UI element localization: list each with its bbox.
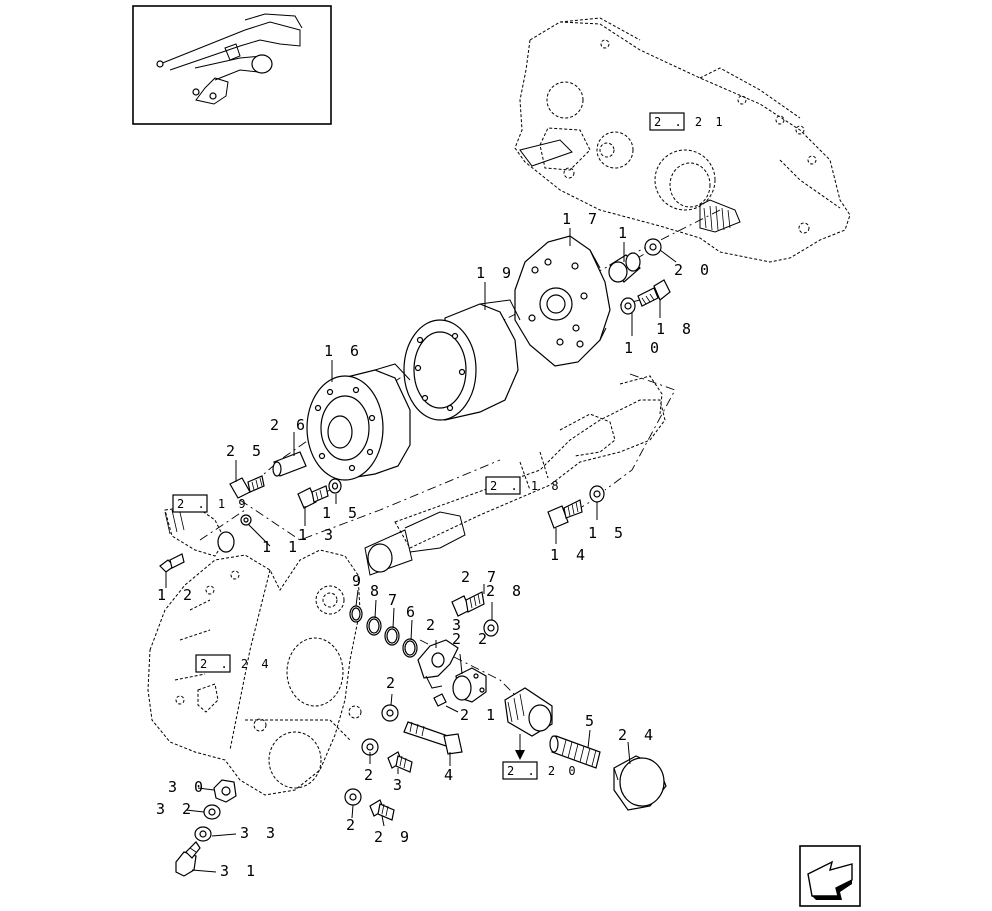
part-20-washer[interactable] — [644, 238, 662, 256]
part-8-ring[interactable] — [366, 616, 382, 636]
callout-24[interactable]: 2 4 — [618, 726, 657, 744]
part-19-drum[interactable] — [403, 299, 521, 421]
callout-29[interactable]: 2 9 — [374, 828, 413, 846]
callout-19[interactable]: 1 9 — [476, 264, 515, 282]
drive-shaft[interactable] — [364, 375, 666, 576]
part-16-hub-housing[interactable] — [306, 363, 411, 481]
callout-30[interactable]: 3 0 — [168, 778, 207, 796]
callout-9[interactable]: 9 — [352, 572, 365, 590]
part-11-fitting[interactable] — [164, 505, 235, 557]
callout-8[interactable]: 8 — [370, 582, 383, 600]
spline-coupling[interactable] — [504, 687, 553, 737]
part-7-ring[interactable] — [384, 626, 400, 646]
callout-31[interactable]: 3 1 — [220, 862, 259, 880]
svg-text:2 . 2 0: 2 . 2 0 — [507, 764, 579, 778]
callout-6[interactable]: 6 — [406, 603, 419, 621]
part-27-bolt[interactable] — [451, 591, 485, 617]
part-26-pin[interactable] — [272, 451, 307, 477]
part-6-ring[interactable] — [402, 638, 418, 658]
svg-text:2 . 1 9: 2 . 1 9 — [177, 497, 249, 511]
reference-box-2-21[interactable]: 2 . 2 1 — [649, 112, 726, 131]
callout-14[interactable]: 1 4 — [550, 546, 589, 564]
part-31-bolt[interactable] — [175, 841, 201, 877]
part-14-bolt[interactable] — [547, 499, 583, 529]
svg-text:2 . 2 1: 2 . 2 1 — [654, 115, 726, 129]
part-22-disc[interactable] — [452, 667, 487, 703]
part-33-washer[interactable] — [194, 826, 212, 842]
part-3-bolt[interactable] — [387, 751, 413, 773]
part-24-cap[interactable] — [613, 755, 667, 811]
part-2-washer-c[interactable] — [344, 788, 362, 806]
callout-20[interactable]: 2 0 — [674, 261, 713, 279]
callout-7[interactable]: 7 — [388, 591, 401, 609]
part-callouts: 1 7 1 2 0 1 9 1 8 1 0 1 6 2 6 2 5 1 3 1 … — [156, 210, 713, 880]
part-4-long-bolt[interactable] — [403, 721, 463, 755]
callout-12[interactable]: 1 2 — [157, 586, 196, 604]
callout-15b[interactable]: 1 5 — [588, 524, 627, 542]
callout-5[interactable]: 5 — [585, 712, 598, 730]
callout-33[interactable]: 3 3 — [240, 824, 279, 842]
thumbnail-assembly-drawing — [156, 13, 303, 105]
part-5-splined-shaft[interactable] — [549, 735, 601, 769]
callout-1[interactable]: 1 — [618, 224, 631, 242]
callout-2c[interactable]: 2 — [346, 816, 359, 834]
overview-thumbnail[interactable] — [132, 5, 332, 125]
previous-page-arrow-icon[interactable] — [799, 845, 861, 907]
callout-18[interactable]: 1 8 — [656, 320, 695, 338]
part-1-sleeve[interactable] — [608, 252, 641, 283]
part-9-ring[interactable] — [349, 605, 363, 623]
reference-box-2-19[interactable]: 2 . 1 9 — [172, 494, 249, 513]
callout-23[interactable]: 2 3 — [426, 616, 465, 634]
part-11-nut[interactable] — [240, 514, 252, 526]
callout-13[interactable]: 1 3 — [298, 526, 337, 544]
part-30-nut[interactable] — [213, 779, 237, 803]
leader-lines — [165, 228, 677, 873]
lower-transmission-housing[interactable] — [147, 549, 362, 796]
part-17-flange-plate[interactable] — [514, 235, 611, 367]
svg-text:2 . 2 4: 2 . 2 4 — [200, 657, 272, 671]
reference-boxes: 2 . 2 1 2 . 1 8 2 . 1 9 2 . 2 4 2 . 2 0 — [172, 112, 726, 780]
part-32-washer[interactable] — [203, 804, 221, 820]
callout-4[interactable]: 4 — [444, 766, 457, 784]
callout-32[interactable]: 3 2 — [156, 800, 195, 818]
reference-box-2-20[interactable]: 2 . 2 0 — [502, 761, 579, 780]
callout-16[interactable]: 1 6 — [324, 342, 363, 360]
upper-gearbox-housing[interactable] — [514, 17, 851, 263]
callout-25[interactable]: 2 5 — [226, 442, 265, 460]
part-29-bolt[interactable] — [369, 799, 395, 821]
part-21-screw[interactable] — [433, 693, 447, 707]
part-18-bolt[interactable] — [637, 279, 671, 307]
part-28-washer[interactable] — [483, 619, 499, 637]
reference-box-2-18[interactable]: 2 . 1 8 — [485, 476, 562, 495]
callout-10[interactable]: 1 0 — [624, 339, 663, 357]
callout-17[interactable]: 1 7 — [562, 210, 601, 228]
part-13-bolt[interactable] — [297, 485, 329, 509]
part-2-washer-a[interactable] — [381, 704, 399, 722]
callout-21[interactable]: 2 1 — [460, 706, 499, 724]
callout-26[interactable]: 2 6 — [270, 416, 309, 434]
part-15-washer-a[interactable] — [328, 478, 342, 494]
part-15-washer-b[interactable] — [589, 485, 605, 503]
callout-3[interactable]: 3 — [393, 776, 406, 794]
callout-22[interactable]: 2 2 — [452, 630, 491, 648]
part-12-screw[interactable] — [159, 553, 185, 573]
part-25-bolt[interactable] — [229, 475, 265, 499]
svg-text:2 . 1 8: 2 . 1 8 — [490, 479, 562, 493]
callout-11[interactable]: 1 1 — [262, 538, 301, 556]
part-10-washer[interactable] — [620, 297, 636, 315]
reference-box-2-24[interactable]: 2 . 2 4 — [195, 654, 272, 673]
callout-28[interactable]: 2 8 — [486, 582, 525, 600]
callout-2a[interactable]: 2 — [386, 674, 399, 692]
part-23-bracket[interactable] — [417, 639, 459, 689]
callout-27[interactable]: 2 7 — [461, 568, 500, 586]
callout-15a[interactable]: 1 5 — [322, 504, 361, 522]
callout-2b[interactable]: 2 — [364, 766, 377, 784]
